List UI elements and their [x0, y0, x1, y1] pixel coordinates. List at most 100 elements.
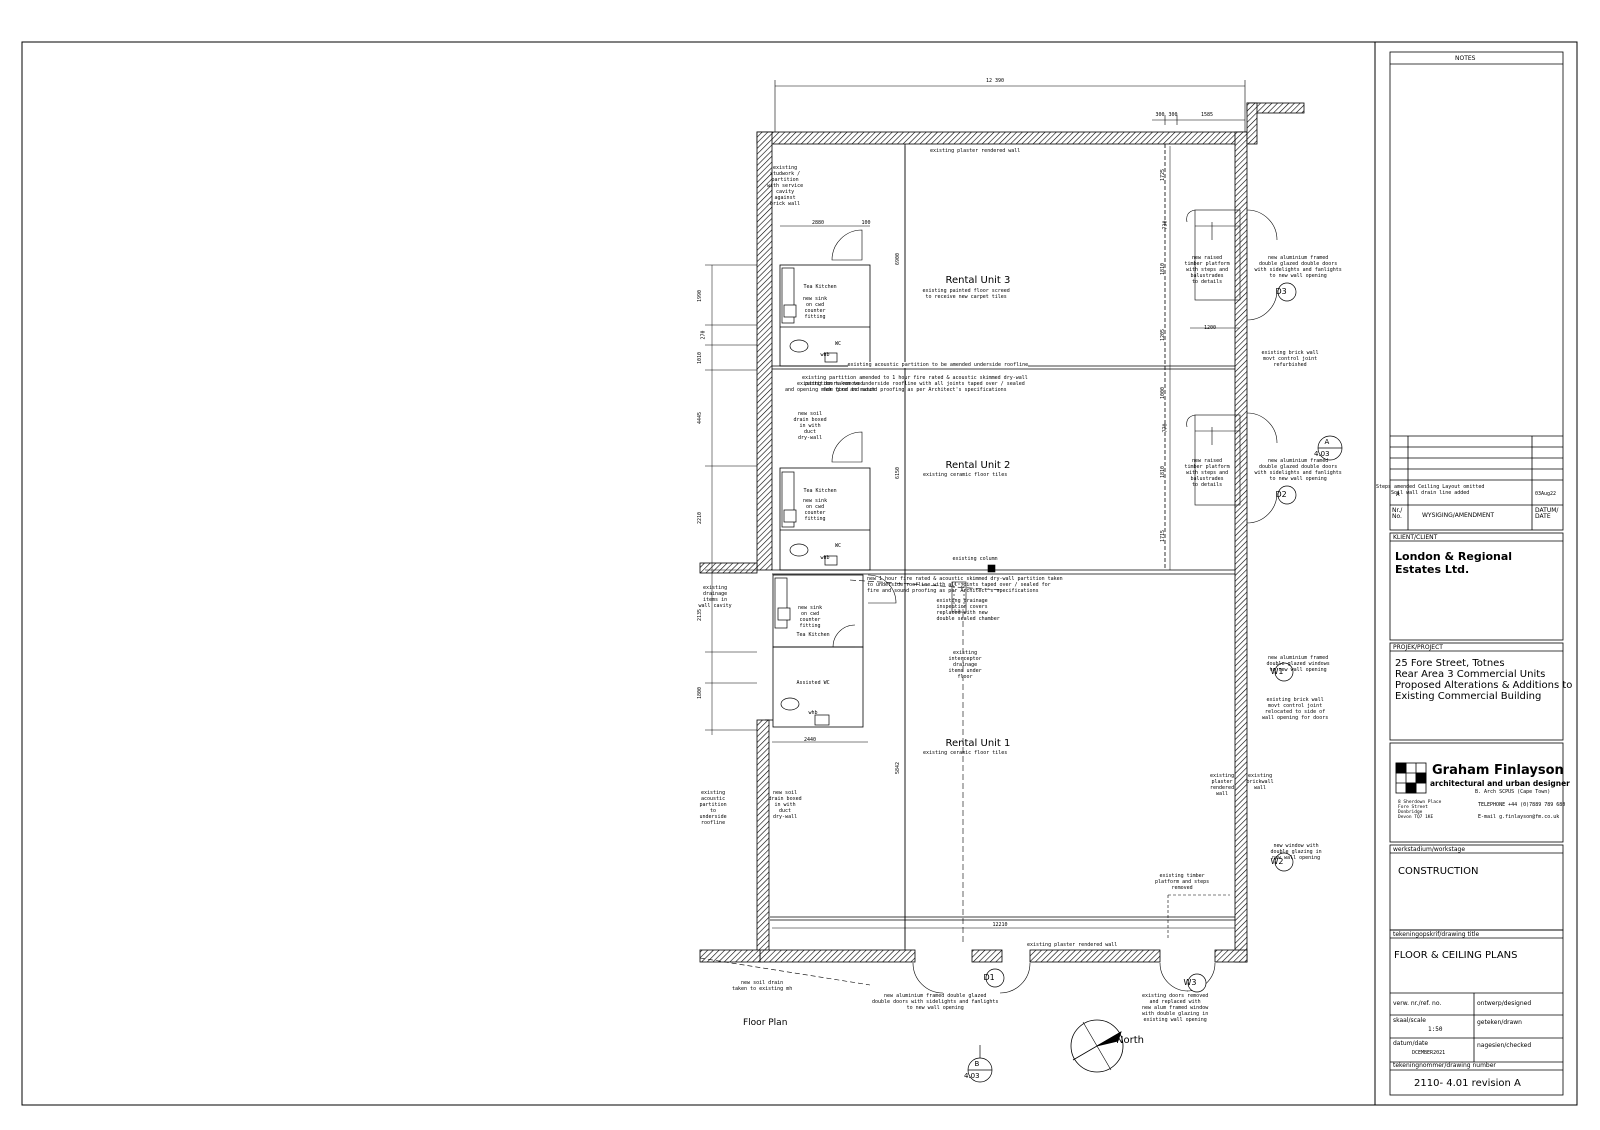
note-window-w1: new aluminium framed double glazed windo…: [1266, 655, 1330, 673]
wc-3: WC: [835, 341, 842, 347]
drawing-title: FLOOR & CEILING PLANS: [1394, 950, 1518, 961]
note-drainage-cavity: existing drainage items in wall cavity: [698, 585, 732, 609]
top-dim-2: 300: [1168, 112, 1178, 118]
dim-2440: 2440: [804, 737, 817, 743]
tag-w1: W1: [1270, 667, 1284, 676]
note-w3: existing doors removed and replaced with…: [1142, 993, 1209, 1023]
revision-header-desc: WYSIGING/AMENDMENT: [1422, 512, 1495, 519]
note-door-d3: new aluminium framed double glazed doubl…: [1254, 255, 1342, 279]
note-interceptor: existing interceptor drainage items unde…: [948, 650, 982, 680]
tag-w2: W2: [1270, 857, 1284, 866]
wall-west-stub: [699, 562, 758, 574]
project-name: 25 Fore Street, Totnes Rear Area 3 Comme…: [1395, 658, 1573, 702]
note-brick-joint-mid: existing brick wall movt control joint r…: [1262, 697, 1329, 721]
firm-address: 8 Sherdown Place Fore Street Donbridge D…: [1398, 800, 1442, 820]
north-arrow: [1070, 1019, 1124, 1073]
unit-2-name: Rental Unit 2: [945, 460, 1011, 471]
scale-value: 1:50: [1428, 1026, 1443, 1033]
section-a-ref: 4.03: [1314, 450, 1330, 458]
note-platform-2: new raised timber platform with steps an…: [1184, 458, 1230, 488]
dim-12210: 12210: [992, 922, 1008, 928]
section-b-letter: B: [974, 1060, 980, 1068]
note-timber-platform: existing timber platform and steps remov…: [1155, 873, 1210, 891]
tag-w3: W3: [1183, 978, 1197, 987]
firm-phone: TELEPHONE +44 (0)7889 789 680: [1478, 802, 1566, 808]
note-new-fire-partition: new 1 hour fire rated & acoustic skimmed…: [867, 576, 1063, 594]
dim-100: 100: [861, 220, 871, 226]
project-label: PROJEK/PROJECT: [1393, 644, 1443, 651]
tag-d1: D1: [983, 973, 995, 982]
firm-subtitle: architectural and urban designer: [1430, 779, 1570, 788]
notes-header: NOTES: [1455, 55, 1476, 62]
revision-header-date: DATUM/ DATE: [1535, 507, 1559, 520]
note-plaster-bottom: existing plaster rendered wall: [1027, 942, 1118, 948]
client-label: KLIENT/CLIENT: [1393, 534, 1438, 541]
checked-label: nagesien/checked: [1477, 1042, 1532, 1049]
sheet-border: [21, 41, 1578, 1106]
wall-south-ext: [699, 949, 761, 963]
dim-2880: 2880: [812, 220, 825, 226]
section-b-ref: 4.03: [964, 1072, 980, 1080]
top-dim-1: 300: [1155, 112, 1165, 118]
firm-name: Graham Finlayson: [1432, 763, 1564, 778]
ref-label: verw. nr./ref. no.: [1393, 1000, 1442, 1007]
wall-west-upper: [756, 131, 773, 571]
door-swings: [831, 209, 1278, 994]
note-brick-joint-top: existing brick wall movt control joint r…: [1261, 350, 1319, 368]
note-sink-1: new sink on cwd counter fitting: [798, 605, 823, 629]
sanitary-fittings: [774, 267, 838, 726]
title-label: tekeningopskrif/drawing title: [1393, 931, 1480, 938]
dim-1200: 1200: [1204, 325, 1217, 331]
note-studwork: existing studwork / partition with servi…: [767, 165, 804, 207]
tag-d2: D2: [1275, 490, 1287, 499]
note-doors-removed: existing doors removed and opening made …: [785, 381, 876, 393]
note-door-d2: new aluminium framed double glazed doubl…: [1254, 458, 1342, 482]
drainage-chamber: [699, 564, 1230, 986]
note-sink-3: new sink on cwd counter fitting: [803, 296, 828, 320]
designed-label: ontwerp/designed: [1477, 1000, 1532, 1007]
scale-label: skaal/scale: [1393, 1017, 1426, 1024]
note-window-w2: new window with double glazing in new wa…: [1270, 843, 1322, 861]
note-drainage-cover: existing drainage inspection covers repl…: [936, 598, 1000, 622]
assisted-wc: Assisted WC: [796, 680, 830, 686]
section-a-letter: A: [1324, 438, 1330, 446]
drawn-label: geteken/drawn: [1477, 1019, 1522, 1026]
revision-header-nr: Nr./ No.: [1392, 507, 1403, 520]
number-label: tekeningnommer/drawing number: [1393, 1062, 1496, 1069]
tea-kitchen-3: Tea Kitchen: [803, 284, 837, 290]
note-drain-boxed-2: new soil drain boxed in with duct dry-wa…: [793, 411, 827, 441]
overall-dim-label: 12 390: [986, 78, 1005, 84]
unit-2-note: existing ceramic floor tiles: [923, 472, 1008, 478]
drawing-number: 2110- 4.01 revision A: [1414, 1078, 1521, 1089]
revision-date: 03Aug22: [1535, 491, 1557, 497]
client-name: London & Regional Estates Ltd.: [1395, 550, 1513, 576]
note-drain-taken: new soil drain taken to existing mh: [732, 980, 793, 992]
external-walls: [699, 102, 1305, 963]
note-drain-boxed-1: new soil drain boxed in with duct dry-wa…: [768, 790, 802, 820]
firm-qualification: B. Arch SCPUS (Cape Town): [1475, 789, 1551, 795]
wall-step-east-v: [1246, 102, 1258, 145]
stage-label: werkstadium/workstage: [1393, 846, 1466, 853]
note-acoustic-partition: existing acoustic partition to underside…: [699, 790, 727, 826]
wc-2: WC: [835, 543, 842, 549]
revision-description: Steps amended Ceiling Layout omitted Soi…: [1376, 484, 1485, 496]
unit-1-note: existing ceramic floor tiles: [923, 750, 1008, 756]
floor-plan-title: Floor Plan: [743, 1018, 788, 1028]
tea-kitchen-2: Tea Kitchen: [803, 488, 837, 494]
firm-logo: [1395, 762, 1427, 794]
note-fire-partition: existing partition amended to 1 hour fir…: [802, 375, 1028, 393]
note-acoustic-amended: existing acoustic partition to be amende…: [847, 362, 1029, 368]
left-dimension-chain: [705, 264, 757, 735]
note-plaster-top: existing plaster rendered wall: [930, 148, 1021, 154]
overall-dimension: [774, 80, 1246, 132]
interior-dimensions: [772, 146, 1240, 948]
date-value: DCEMBER2021: [1412, 1050, 1446, 1056]
wall-south-d: [1214, 949, 1248, 963]
note-column: existing column: [952, 556, 998, 562]
north-label: North: [1116, 1035, 1144, 1046]
unit-3-note: existing painted floor screed to receive…: [922, 288, 1010, 300]
unit-3-name: Rental Unit 3: [945, 275, 1011, 286]
stage-value: CONSTRUCTION: [1398, 866, 1479, 877]
